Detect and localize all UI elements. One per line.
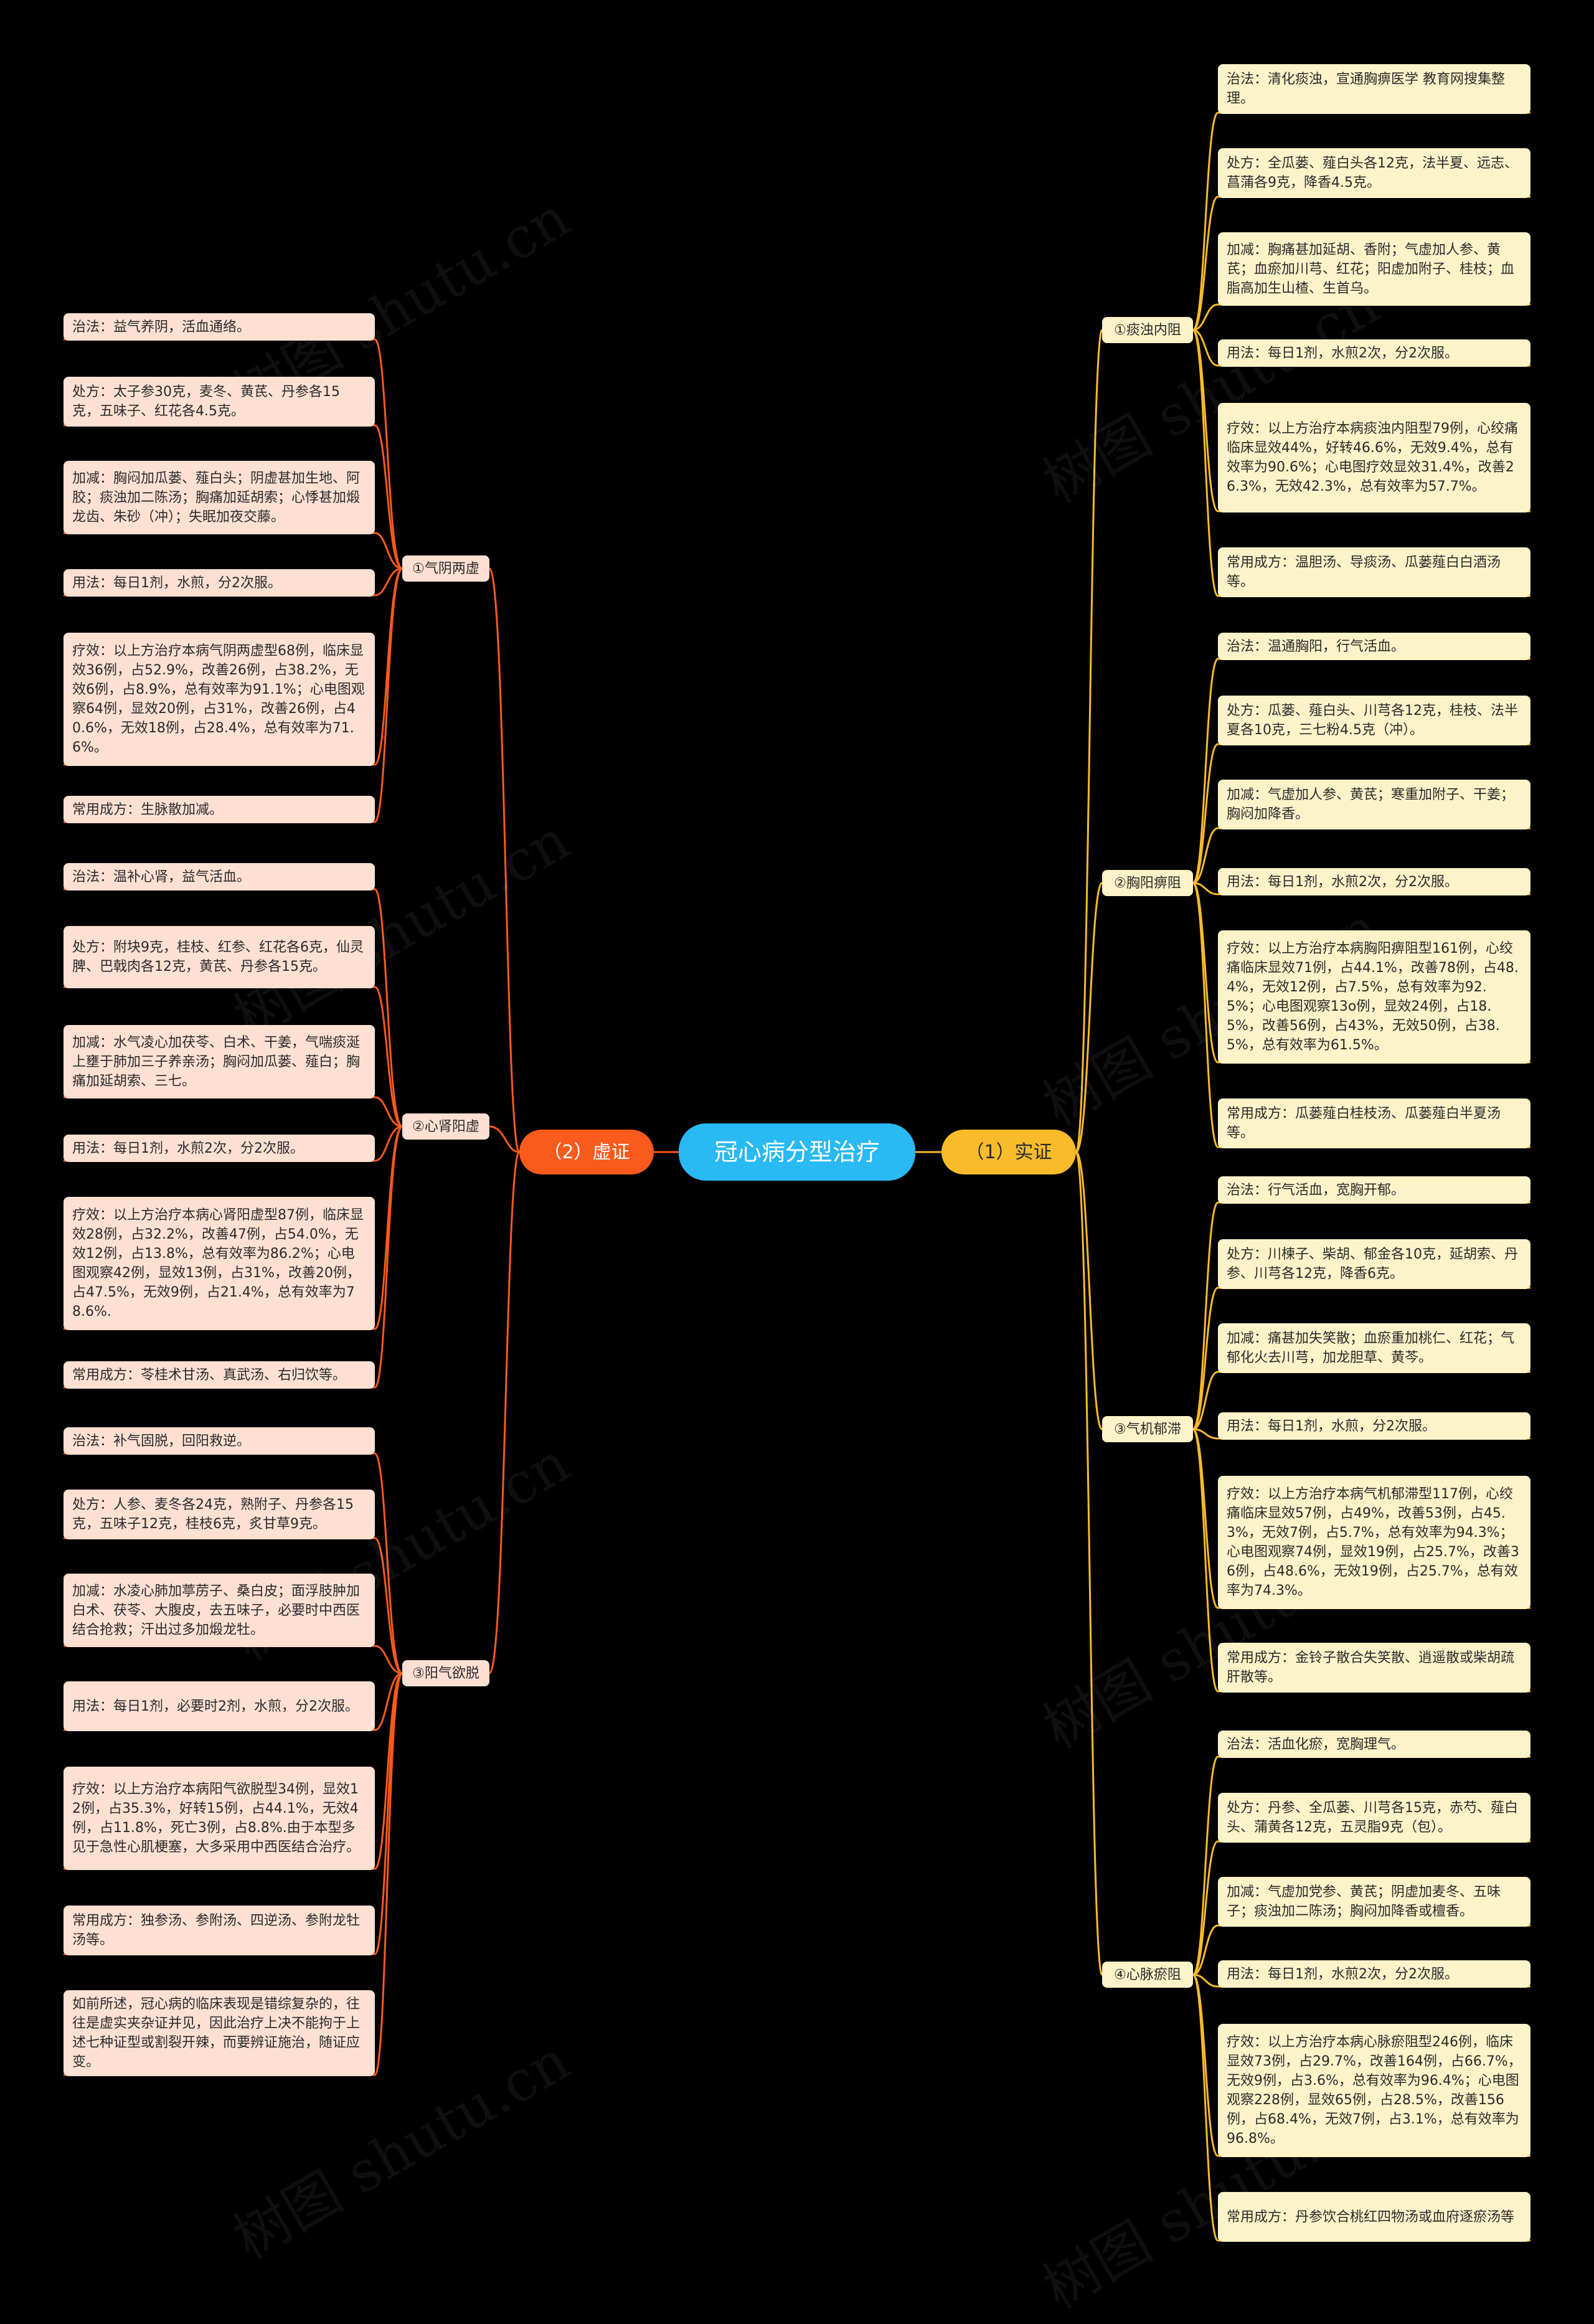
right-leaf[interactable]: 用法：每日1剂，水煎，分2次服。 [1218, 1412, 1530, 1440]
left-leaf-line [64, 1125, 403, 1389]
right-group-3[interactable]: ③气机郁滞 [1102, 1416, 1193, 1442]
right-leaf[interactable]: 处方：瓜蒌、薤白头、川芎各12克，桂枝、法半夏各10克，三七粉4.5克（冲）。 [1218, 696, 1530, 745]
right-branch-line-4 [1075, 1151, 1103, 1976]
left-leaf[interactable]: 用法：每日1剂，水煎2次，分2次服。 [64, 1135, 375, 1162]
left-leaf-line [64, 424, 403, 570]
right-group-1[interactable]: ①痰浊内阻 [1102, 317, 1193, 343]
right-group-4[interactable]: ④心脉瘀阻 [1102, 1962, 1193, 1988]
right-leaf[interactable]: 加减：胸痛甚加延胡、香附；气虚加人参、黄芪；血瘀加川芎、红花；阳虚加附子、桂枝；… [1218, 232, 1530, 306]
right-leaf-line [1192, 303, 1530, 331]
left-leaf[interactable]: 常用成方：独参汤、参附汤、四逆汤、参附龙牡汤等。 [64, 1906, 375, 1955]
right-leaf[interactable]: 常用成方：温胆汤、导痰汤、瓜蒌薤白白酒汤等。 [1218, 547, 1530, 597]
right-group-2[interactable]: ②胸阳痹阻 [1102, 870, 1193, 896]
left-leaf-line [64, 888, 403, 1128]
left-leaf-line [64, 567, 403, 597]
right-branch-line-1 [1075, 329, 1103, 1153]
right-leaf-line [1192, 1201, 1530, 1430]
right-leaf[interactable]: 用法：每日1剂，水煎2次，分2次服。 [1218, 868, 1530, 895]
right-leaf[interactable]: 治法：温通胸阳，行气活血。 [1218, 633, 1530, 660]
right-leaf-line [1192, 329, 1530, 367]
left-leaf-line [64, 1537, 403, 1675]
left-branch-line-3 [488, 1151, 521, 1675]
right-leaf-line [1192, 1924, 1530, 1976]
right-leaf-line [1192, 1428, 1530, 1440]
left-leaf[interactable]: 常用成方：苓桂术甘汤、真武汤、右归饮等。 [64, 1361, 375, 1389]
right-leaf[interactable]: 用法：每日1剂，水煎2次，分2次服。 [1218, 339, 1530, 367]
left-leaf[interactable]: 常用成方：生脉散加减。 [64, 796, 375, 823]
left-leaf-line [64, 567, 403, 823]
right-leaf[interactable]: 常用成方：丹参饮合桃红四物汤或血府逐瘀汤等 [1218, 2192, 1530, 2242]
right-leaf-line [1192, 827, 1530, 884]
left-branch-line-2 [489, 1125, 520, 1153]
left-leaf-line [64, 532, 403, 570]
left-leaf[interactable]: 治法：温补心肾，益气活血。 [64, 863, 375, 890]
right-leaf[interactable]: 处方：全瓜蒌、薤白头各12克，法半夏、远志、菖蒲各9克，降香4.5克。 [1218, 148, 1530, 198]
right-leaf[interactable]: 加减：气虚加人参、黄芪；寒重加附子、干姜；胸闷加降香。 [1218, 780, 1530, 829]
left-group-1[interactable]: ①气阴两虚 [402, 555, 489, 582]
right-leaf[interactable]: 用法：每日1剂，水煎2次，分2次服。 [1218, 1960, 1530, 1988]
right-leaf-line [1192, 1973, 1530, 2242]
right-leaf-line [1192, 196, 1530, 331]
left-leaf[interactable]: 用法：每日1剂，必要时2剂，水煎，分2次服。 [64, 1681, 375, 1731]
left-leaf[interactable]: 加减：水凌心肺加葶苈子、桑白皮；面浮肢肿加白术、茯苓、大腹皮，去五味子，必要时中… [64, 1574, 375, 1647]
right-leaf-line [1192, 1371, 1530, 1430]
left-leaf[interactable]: 治法：益气养阴，活血通络。 [64, 313, 375, 341]
left-leaf[interactable]: 处方：太子参30克，麦冬、黄芪、丹参各15克，五味子、红花各4.5克。 [64, 377, 375, 427]
right-leaf-line [1192, 743, 1530, 884]
right-leaf[interactable]: 治法：活血化瘀，宽胸理气。 [1218, 1731, 1530, 1758]
right-leaf-line [1192, 882, 1530, 1148]
right-leaf[interactable]: 治法：清化痰浊，宣通胸痹医学 教育网搜集整理。 [1218, 64, 1530, 114]
right-leaf[interactable]: 处方：丹参、全瓜蒌、川芎各15克，赤芍、薤白头、蒲黄各12克，五灵脂9克（包）。 [1218, 1793, 1530, 1843]
right-leaf-line [1192, 1840, 1530, 1976]
left-leaf[interactable]: 如前所述，冠心病的临床表现是错综复杂的，往往是虚实夹杂证并见，因此治疗上决不能拘… [64, 1990, 375, 2076]
left-group-2[interactable]: ②心肾阳虚 [402, 1113, 489, 1140]
left-leaf-line [64, 338, 403, 570]
left-leaf[interactable]: 用法：每日1剂，水煎，分2次服。 [64, 569, 375, 597]
right-leaf[interactable]: 处方：川楝子、柴胡、郁金各10克，延胡索、丹参、川芎各12克，降香6克。 [1218, 1239, 1530, 1289]
right-branch-line-3 [1075, 1151, 1103, 1430]
left-leaf[interactable]: 治法：补气固脱，回阳救逆。 [64, 1427, 375, 1455]
left-leaf[interactable]: 处方：附块9克，桂枝、红参、红花各6克，仙灵脾、巴戟肉各12克，黄芪、丹参各15… [64, 926, 375, 988]
left-leaf[interactable]: 疗效：以上方治疗本病气阴两虚型68例，临床显效36例，占52.9%，改善26例，… [64, 633, 375, 766]
right-leaf-line [1192, 1755, 1530, 1976]
right-branch-line-2 [1075, 882, 1103, 1153]
left-leaf-line [64, 1672, 403, 1731]
right-leaf[interactable]: 疗效：以上方治疗本病痰浊内阻型79例，心绞痛临床显效44%，好转46.6%，无效… [1218, 403, 1530, 513]
branch-shizheng[interactable]: （1）实证 [941, 1130, 1076, 1174]
right-leaf-line [1192, 1973, 1530, 1988]
right-leaf[interactable]: 疗效：以上方治疗本病气机郁滞型117例，心绞痛临床显效57例，占49%，改善53… [1218, 1476, 1530, 1609]
left-leaf-line [64, 1645, 403, 1675]
left-leaf[interactable]: 加减：水气凌心加茯苓、白术、干姜，气喘痰涎上壅于肺加三子养亲汤；胸闷加瓜蒌、薤白… [64, 1025, 375, 1098]
right-leaf[interactable]: 疗效：以上方治疗本病胸阳痹阻型161例，心绞痛临床显效71例，占44.1%，改善… [1218, 930, 1530, 1064]
root-topic[interactable]: 冠心病分型治疗 [679, 1123, 915, 1181]
right-leaf[interactable]: 常用成方：金铃子散合失笑散、逍遥散或柴胡疏肝散等。 [1218, 1643, 1530, 1693]
left-group-3[interactable]: ③阳气欲脱 [402, 1660, 489, 1686]
right-leaf-line [1192, 882, 1530, 895]
left-branch-line-1 [488, 567, 521, 1153]
right-leaf-line [1192, 111, 1530, 331]
right-leaf-line [1192, 1428, 1530, 1693]
right-leaf[interactable]: 疗效：以上方治疗本病心脉瘀阻型246例，临床显效73例，占29.7%，改善164… [1218, 2024, 1530, 2157]
branch-xuzheng[interactable]: （2）虚证 [519, 1130, 654, 1174]
left-leaf-line [64, 1125, 403, 1162]
left-leaf[interactable]: 处方：人参、麦冬各24克，熟附子、丹参各15克，五味子12克，桂枝6克，炙甘草9… [64, 1490, 375, 1539]
right-leaf[interactable]: 加减：气虚加党参、黄芪；阴虚加麦冬、五味子；痰浊加二陈汤；胸闷加降香或檀香。 [1218, 1877, 1530, 1927]
right-leaf[interactable]: 常用成方：瓜蒌薤白桂枝汤、瓜蒌薤白半夏汤等。 [1218, 1098, 1530, 1148]
left-leaf-line [64, 1452, 403, 1675]
left-leaf[interactable]: 加减：胸闷加瓜蒌、薤白头；阴虚甚加生地、阿胶；痰浊加二陈汤；胸痛加延胡索；心悸甚… [64, 461, 375, 534]
right-leaf[interactable]: 加减：痛甚加失笑散；血瘀重加桃仁、红花；气郁化火去川芎，加龙胆草、黄芩。 [1218, 1323, 1530, 1373]
right-leaf-line [1192, 329, 1530, 597]
left-leaf[interactable]: 疗效：以上方治疗本病心肾阳虚型87例，临床显效28例，占32.2%，改善47例，… [64, 1197, 375, 1330]
right-leaf-line [1192, 658, 1530, 884]
right-leaf[interactable]: 治法：行气活血，宽胸开郁。 [1218, 1176, 1530, 1204]
left-leaf-line [64, 1096, 403, 1128]
right-leaf-line [1192, 1287, 1530, 1430]
left-leaf[interactable]: 疗效：以上方治疗本病阳气欲脱型34例，显效12例，占35.3%，好转15例，占4… [64, 1767, 375, 1870]
left-leaf-line [64, 986, 403, 1128]
left-leaf-line [64, 1672, 403, 2076]
